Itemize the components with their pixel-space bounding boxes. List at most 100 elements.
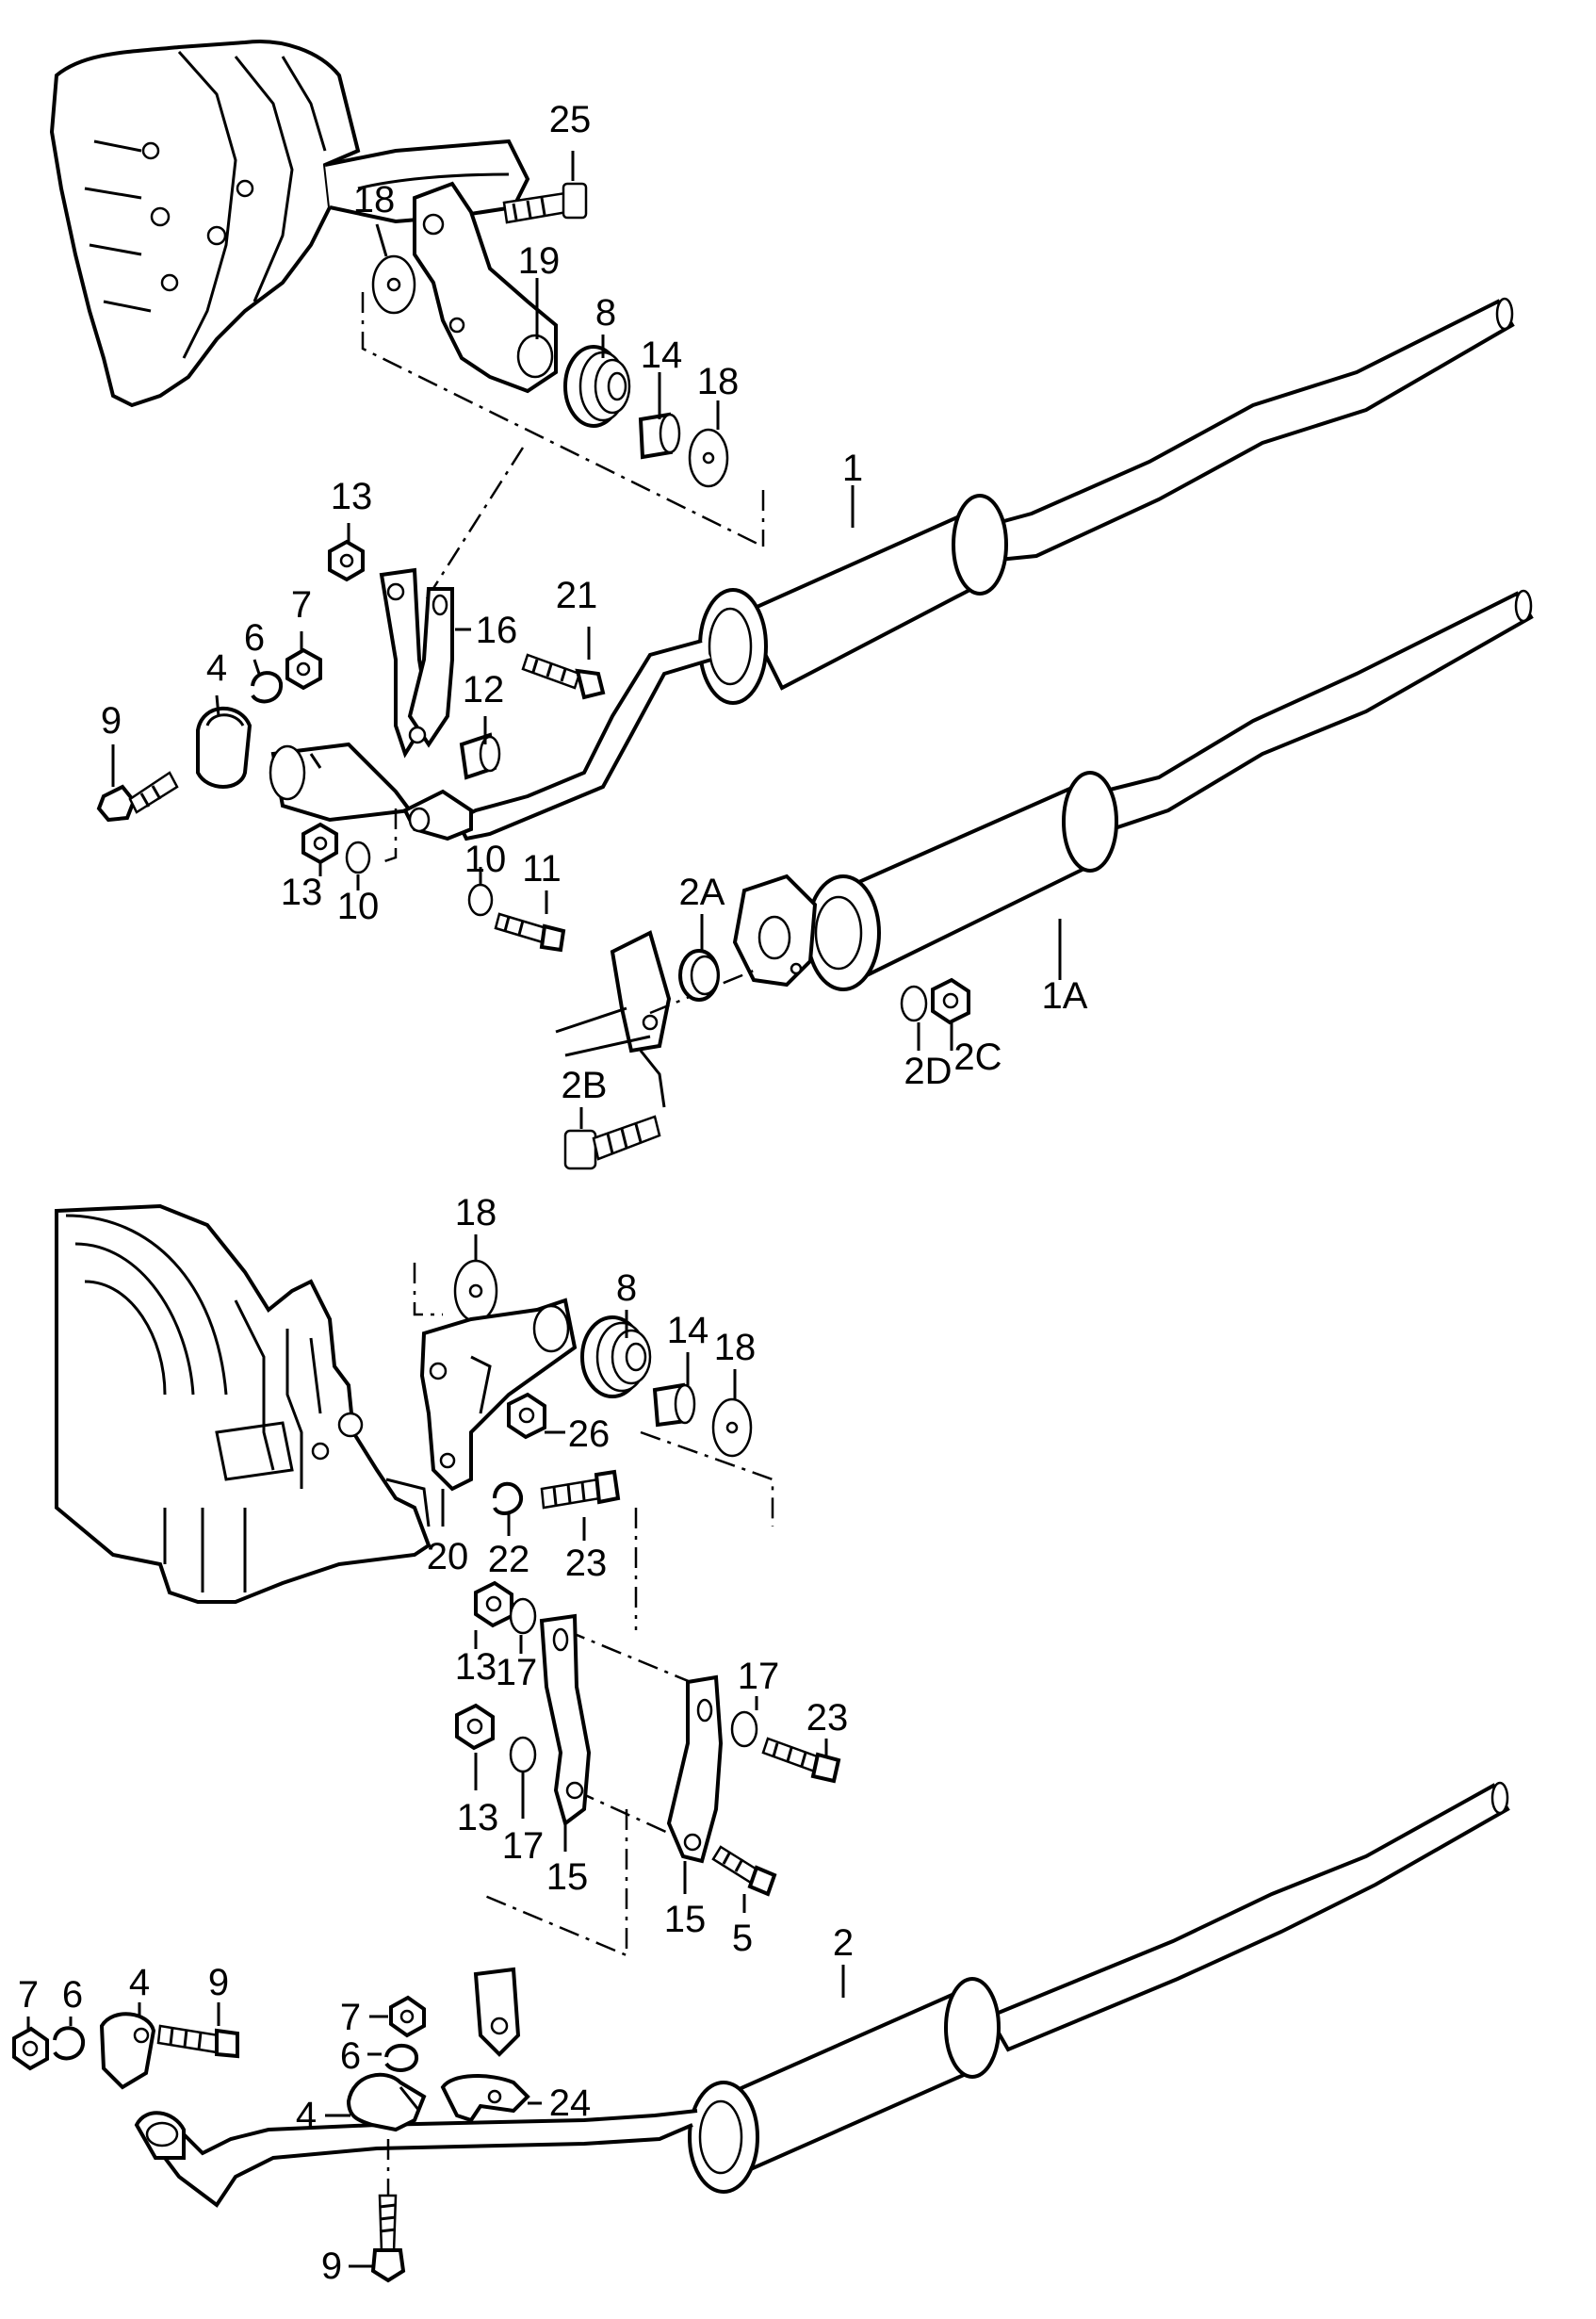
callout-18: 18 xyxy=(353,179,396,220)
callout-13: 13 xyxy=(455,1646,497,1688)
lock-washer-6-bottom-left xyxy=(53,2026,86,2061)
callout-17: 17 xyxy=(496,1652,538,1693)
callout-4: 4 xyxy=(296,2095,317,2136)
clamp-4-top xyxy=(196,706,252,789)
bracket-19 xyxy=(413,181,558,394)
spacer-14-bottom xyxy=(652,1382,696,1428)
callout-24: 24 xyxy=(549,2082,592,2124)
pipe-sleeve-top xyxy=(269,742,414,823)
nut-2C xyxy=(931,977,970,1025)
assembly-line-bottom-2 xyxy=(640,1430,774,1527)
callout-1: 1 xyxy=(842,448,863,489)
callout-15: 15 xyxy=(546,1856,589,1898)
callout-10: 10 xyxy=(464,839,507,880)
washer-18-bottom-right-hole xyxy=(725,1421,739,1434)
callout-25: 25 xyxy=(549,99,592,140)
washer-17-bottom-b xyxy=(730,1710,758,1748)
bolt-9-bottom-mid xyxy=(370,2139,406,2283)
callout-9: 9 xyxy=(321,2246,342,2287)
washer-10-top-a xyxy=(345,841,371,874)
callouts-top: 25 18 19 8 14 18 1 13 7 6 4 16 21 9 12 1… xyxy=(101,99,1088,1106)
callout-10: 10 xyxy=(337,886,380,927)
seal-ring-2A xyxy=(678,949,720,1002)
muffler-1A xyxy=(732,589,1534,991)
washer-10-top-b xyxy=(467,883,494,917)
bolt-25-top xyxy=(502,182,588,224)
callout-1A: 1A xyxy=(1042,975,1088,1017)
washer-17-bottom-a xyxy=(509,1597,537,1635)
pipe-end-top xyxy=(381,789,473,864)
washer-2D xyxy=(900,985,928,1022)
callout-23: 23 xyxy=(565,1543,608,1584)
callout-4: 4 xyxy=(129,1962,150,2003)
washer-18-bottom-left-hole xyxy=(468,1283,483,1298)
callout-18: 18 xyxy=(455,1192,497,1233)
callout-26: 26 xyxy=(568,1413,611,1455)
callout-12: 12 xyxy=(463,669,505,710)
bolt-11 xyxy=(494,912,566,953)
bolt-5 xyxy=(711,1845,777,1897)
callout-9: 9 xyxy=(101,700,122,742)
leader-lines-bottom xyxy=(26,1234,845,2268)
callout-9: 9 xyxy=(208,1962,229,2003)
washer-17-bottom-c xyxy=(509,1736,537,1773)
callout-11: 11 xyxy=(522,848,562,890)
nut-13-bottom-b xyxy=(455,1703,495,1751)
callout-14: 14 xyxy=(641,335,683,376)
assembly-line-top-3 xyxy=(422,447,525,604)
bolt-23-lower xyxy=(761,1737,841,1784)
bracket-24 xyxy=(440,1967,530,2123)
callout-7: 7 xyxy=(340,1997,361,2038)
assembly-line-bottom-4 xyxy=(564,1628,703,1689)
washer-18-top-left-hole xyxy=(386,277,401,292)
callout-20: 20 xyxy=(427,1536,469,1577)
callout-2D: 2D xyxy=(904,1051,952,1092)
lock-washer-6-top xyxy=(251,671,284,704)
callout-13: 13 xyxy=(457,1797,499,1838)
callout-6: 6 xyxy=(340,2035,361,2077)
callout-13: 13 xyxy=(281,872,323,913)
callouts-bottom: 18 8 14 18 26 23 20 22 13 17 17 23 13 17… xyxy=(18,1192,854,2287)
rubber-mount-8-top xyxy=(563,345,631,428)
callout-4: 4 xyxy=(206,647,227,689)
nut-13-bottom-a xyxy=(474,1580,513,1628)
callout-17: 17 xyxy=(738,1656,780,1697)
callout-18: 18 xyxy=(714,1327,757,1368)
bolt-21 xyxy=(521,653,606,700)
spacer-14-top xyxy=(638,412,681,460)
top-assembly: 25 18 19 8 14 18 1 13 7 6 4 16 21 9 12 1… xyxy=(49,40,1534,1170)
nut-7-bottom-mid xyxy=(389,1995,426,2038)
rubber-mount-8-bottom xyxy=(580,1315,652,1398)
lock-washer-22 xyxy=(493,1481,524,1515)
leader-lines-top xyxy=(111,151,1062,1129)
nut-7-bottom-left xyxy=(12,2026,49,2071)
gearbox-housing-top xyxy=(49,40,530,408)
strap-15-left xyxy=(539,1613,592,1827)
callout-7: 7 xyxy=(291,584,312,626)
strap-16-top xyxy=(379,567,454,759)
callout-15: 15 xyxy=(664,1899,707,1940)
nut-13-top-a xyxy=(328,539,365,582)
callout-7: 7 xyxy=(18,1974,39,2016)
callout-2B: 2B xyxy=(562,1065,608,1106)
callout-5: 5 xyxy=(732,1918,753,1959)
callout-14: 14 xyxy=(667,1310,709,1351)
callout-2C: 2C xyxy=(953,1037,1002,1078)
callout-17: 17 xyxy=(502,1825,545,1867)
transmission-housing-bottom xyxy=(55,1203,432,1604)
callout-8: 8 xyxy=(616,1267,637,1309)
bolt-9-top xyxy=(96,771,179,823)
callout-22: 22 xyxy=(488,1539,530,1580)
lock-washer-6-bottom-mid xyxy=(384,2043,418,2072)
callout-18: 18 xyxy=(697,361,740,402)
muffler-2 xyxy=(134,1781,1510,2208)
assembly-line-bottom-6 xyxy=(480,1809,628,1957)
bolt-23-upper xyxy=(540,1469,621,1510)
washer-18-top-right-hole xyxy=(702,451,715,465)
callout-21: 21 xyxy=(556,575,598,616)
callout-2: 2 xyxy=(833,1922,854,1964)
bracket-20 xyxy=(419,1298,578,1492)
callout-2A: 2A xyxy=(679,872,725,913)
callout-19: 19 xyxy=(518,240,561,282)
clamp-4-bottom-mid xyxy=(346,2072,427,2132)
